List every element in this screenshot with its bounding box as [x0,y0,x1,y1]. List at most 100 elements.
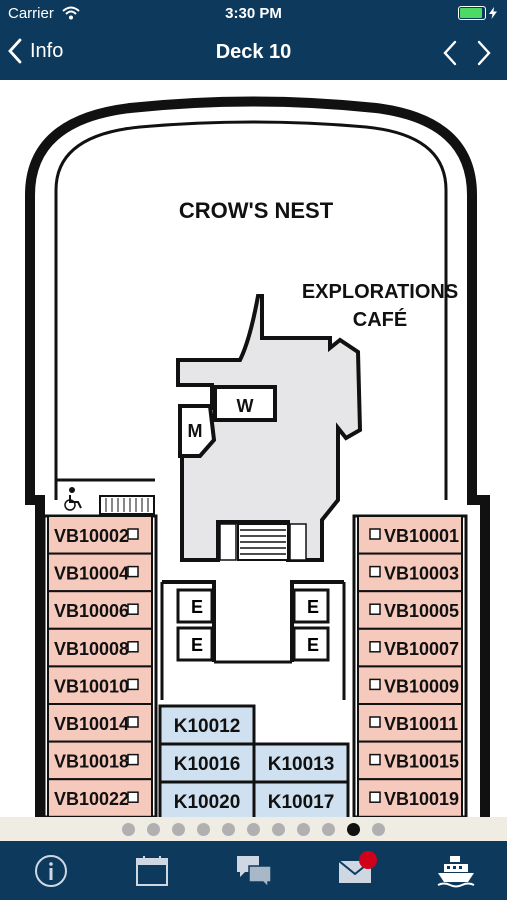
chevron-left-icon [443,40,457,66]
cabin-label: K10016 [174,754,241,775]
wifi-icon [62,6,80,20]
elevator-label: E [191,597,203,617]
cabin-label: VB10014 [54,714,129,734]
wheelchair-icon [64,487,82,511]
elevator-label: E [191,635,203,655]
next-deck-button[interactable] [471,36,497,70]
page-dot[interactable] [297,822,310,836]
tab-chat[interactable] [230,849,278,893]
cabin-marker [369,641,381,653]
chevron-right-icon [477,40,491,66]
cabin-marker [369,603,381,615]
cabin-label: VB10008 [54,639,129,659]
restroom-w [213,385,277,422]
tab-bar [0,841,507,900]
tab-calendar[interactable] [128,849,176,893]
cabin-label: VB10009 [384,676,459,696]
page-dot[interactable] [272,822,285,836]
page-dot[interactable] [247,822,260,836]
cabin-marker [369,716,381,728]
elevator-label: E [307,597,319,617]
restroom-m-label: M [188,421,203,441]
cabin-label: VB10022 [54,789,129,809]
hull-inner-line [54,120,448,500]
previous-deck-button[interactable] [437,36,463,70]
ship-icon [437,856,475,888]
cabin-label: VB10011 [384,714,458,734]
page-dot[interactable] [122,822,135,836]
restroom-w-label: W [237,396,254,416]
cabin-label: K10017 [268,792,335,813]
cabin-marker [127,565,139,578]
right-cabin-column: VB10001VB10003VB10005VB10007VB10009VB100… [352,514,468,817]
cabin-marker [127,753,139,766]
cabin-label: VB10007 [384,639,459,659]
page-dot[interactable] [147,822,160,836]
chat-bubbles-icon [237,856,272,888]
tab-ship[interactable] [432,849,480,893]
cabin-k10020[interactable] [158,780,256,817]
cabin-marker [369,565,381,578]
cabin-marker [127,603,139,615]
cabin-k10017[interactable] [252,780,350,817]
cabin-marker [369,791,381,803]
cabin-label: VB10004 [54,564,129,584]
cabin-marker [127,791,139,803]
page-dot[interactable] [372,822,385,836]
cabin-marker [127,678,139,691]
page-indicator[interactable] [0,817,507,841]
inside-cabins: K10012 K10016 K10013 K10020 K10017 [158,704,350,817]
cabin-label: VB10005 [384,601,459,621]
cabin-vb10022[interactable] [47,778,153,817]
central-bar-area [176,294,363,562]
cabin-label: VB10018 [54,752,129,772]
cafe-label: CAFÉ [353,308,407,331]
page-dot[interactable] [347,822,360,836]
page-dot[interactable] [172,822,185,836]
tab-info[interactable] [27,849,75,893]
tab-mail[interactable] [331,849,379,893]
deck-plan-map[interactable]: CROW'S NEST EXPLORATIONS CAFÉ W M [0,80,507,817]
back-button[interactable]: Info [8,38,63,64]
cabin-label: VB10010 [54,676,129,696]
carrier-label: Carrier [8,5,54,22]
stairs-center [219,523,307,561]
cabin-marker [369,678,381,691]
explorations-label: EXPLORATIONS [302,281,458,303]
battery-icon [458,6,486,20]
unread-badge [359,851,377,869]
page-dot[interactable] [222,822,235,836]
deck-plan-svg: CROW'S NEST EXPLORATIONS CAFÉ W M [25,96,490,817]
back-button-label: Info [30,39,64,62]
cabin-marker [127,716,139,728]
battery-indicator [458,6,497,20]
elevator-block-right: E E [290,580,344,662]
cabin-label: K10013 [268,754,335,775]
crows-nest-label: CROW'S NEST [179,198,334,223]
cabin-label: VB10019 [384,789,459,809]
chevron-left-icon [8,38,22,64]
left-cabin-column: VB10002VB10004VB10006VB10008VB10010VB100… [42,514,158,817]
stairs-left [99,495,155,515]
page-dot[interactable] [322,822,335,836]
cabin-marker [369,528,381,540]
calendar-icon [136,856,168,886]
cabin-label: VB10002 [54,526,129,546]
charging-bolt-icon [489,7,497,19]
page-dot[interactable] [197,822,210,836]
elevator-label: E [307,635,319,655]
cabin-marker [369,753,381,766]
cabin-label: VB10006 [54,601,129,621]
cabin-label: K10020 [174,792,241,813]
status-bar: Carrier 3:30 PM [0,0,507,28]
status-time: 3:30 PM [225,5,282,22]
cabin-marker [127,641,139,653]
cabin-marker [127,528,139,540]
cabin-label: K10012 [174,716,241,737]
navigation-bar: Info Deck 10 [0,28,507,80]
cabin-label: VB10015 [384,752,459,772]
cabin-label: VB10001 [384,526,459,546]
page-title: Deck 10 [215,41,292,63]
hull-outline [25,96,490,817]
restroom-m [178,404,217,458]
